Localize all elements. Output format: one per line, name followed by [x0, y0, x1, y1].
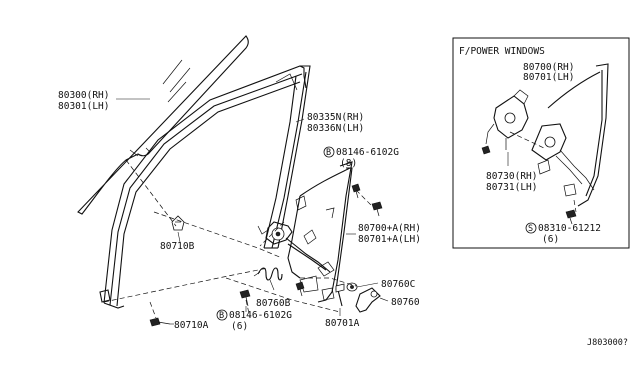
window-regulator[interactable] — [265, 161, 353, 303]
label-regulator-lh: 80701+A(LH) — [358, 234, 421, 245]
sash-bracket[interactable] — [99, 289, 111, 303]
bolt-b-circle-bottom — [216, 309, 228, 321]
label-bolt-bottom-qty: (6) — [231, 321, 248, 332]
label-regulator-rh: 80700+A(RH) — [358, 223, 421, 234]
inset-screw[interactable] — [565, 209, 577, 225]
regulator-handle[interactable] — [355, 287, 381, 313]
label-80760: 80760 — [391, 297, 420, 308]
diagram-code: J803000? — [587, 338, 628, 348]
balance-spring[interactable] — [253, 267, 283, 281]
inset-title: F/POWER WINDOWS — [459, 46, 545, 57]
label-80760b: 80760B — [256, 298, 291, 309]
sash-screw[interactable] — [149, 317, 171, 327]
window-sash[interactable] — [103, 65, 311, 309]
label-glass-rh: 80300(RH) — [58, 90, 109, 101]
label-sash-rh: 80335N(RH) — [307, 112, 364, 123]
glass-clip[interactable] — [171, 215, 185, 231]
top-bolts[interactable] — [351, 183, 383, 217]
label-glass-lh: 80301(LH) — [58, 101, 109, 112]
label-clip: 80710B — [160, 241, 195, 252]
power-regulator[interactable] — [531, 63, 609, 207]
screw-s-circle — [525, 222, 537, 234]
handle-escutcheon[interactable] — [346, 282, 358, 292]
inset-screw-qty: (6) — [542, 234, 559, 245]
label-bolt-prefix-bottom: B — [219, 311, 224, 321]
power-window-inset: F/POWER WINDOWS 80700(RH) 80701(LH) — [452, 37, 630, 249]
inset-screw-prefix: S — [528, 224, 533, 234]
assembly-lines — [103, 159, 373, 319]
inset-motor-rh: 80730(RH) — [486, 171, 537, 182]
label-bolt-prefix-top: B — [326, 148, 331, 158]
label-80701a: 80701A — [325, 318, 360, 329]
bolt-b-circle-top — [323, 146, 335, 158]
label-bolt-bottom-code: 08146-6102G — [229, 310, 292, 321]
label-80710a: 80710A — [174, 320, 209, 331]
label-bolt-top-qty: (8) — [340, 158, 357, 169]
label-80760c: 80760C — [381, 279, 415, 290]
door-glass[interactable] — [77, 35, 249, 215]
inset-regulator-rh: 80700(RH) — [523, 62, 574, 73]
label-sash-lh: 80336N(LH) — [307, 123, 364, 134]
regulator-bolt[interactable] — [335, 283, 345, 307]
inset-screw-code: 08310-61212 — [538, 223, 601, 234]
leader-lines — [116, 98, 389, 325]
main-labels: 80300(RH) 80301(LH) 80335N(RH) 80336N(LH… — [58, 90, 421, 332]
window-motor[interactable] — [481, 89, 529, 155]
inset-motor-lh: 80731(LH) — [486, 182, 537, 193]
bottom-bolts[interactable] — [239, 281, 305, 307]
inset-regulator-lh: 80701(LH) — [523, 72, 574, 83]
label-bolt-top-code: 08146-6102G — [336, 147, 399, 158]
